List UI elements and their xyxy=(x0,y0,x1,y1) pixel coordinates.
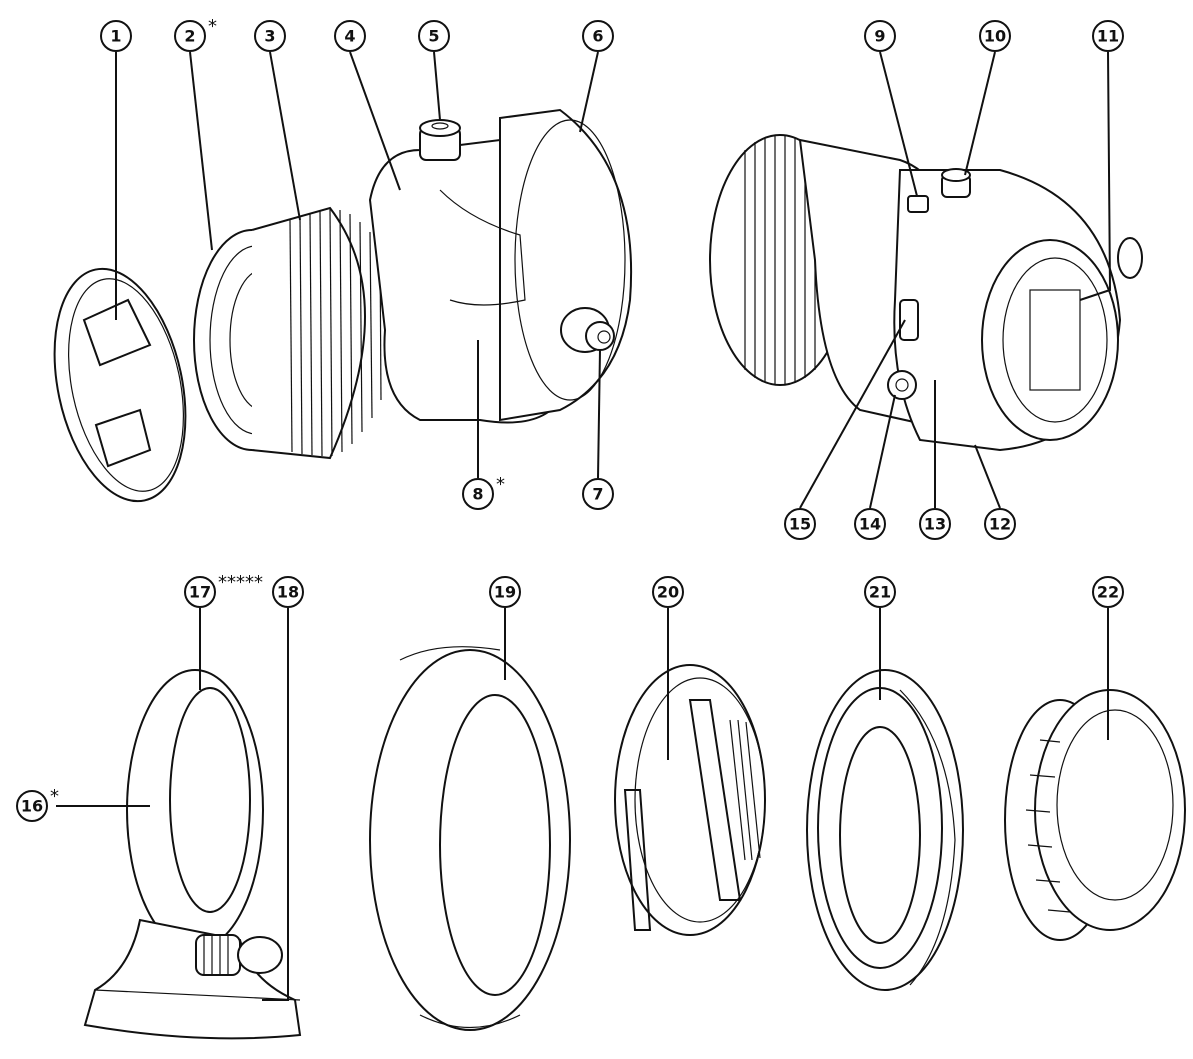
hood-cap xyxy=(614,664,766,936)
callout-circle xyxy=(864,576,896,608)
callout-label: 19 xyxy=(494,583,516,602)
callout-circle xyxy=(334,20,366,52)
callout-label: 6 xyxy=(592,27,603,46)
callout-7: 7 xyxy=(582,478,614,510)
lens-rear-view xyxy=(709,134,1143,452)
callout-1: 1 xyxy=(100,20,132,52)
callout-22: 22 xyxy=(1092,576,1124,608)
callout-label: 14 xyxy=(859,515,881,534)
callout-circle xyxy=(1092,576,1124,608)
callout-asterisk: * xyxy=(50,786,59,807)
callout-label: 13 xyxy=(924,515,946,534)
callout-circle xyxy=(100,20,132,52)
adapter-ring xyxy=(806,669,964,991)
callout-circle xyxy=(254,20,286,52)
callout-label: 10 xyxy=(984,27,1006,46)
callout-label: 4 xyxy=(344,27,355,46)
callout-label: 21 xyxy=(869,583,891,602)
callout-16: 16 * xyxy=(16,786,59,822)
callout-label: 7 xyxy=(592,485,603,504)
callout-14: 14 xyxy=(854,508,886,540)
callout-12: 12 xyxy=(984,508,1016,540)
callout-10: 10 xyxy=(979,20,1011,52)
callout-circle xyxy=(854,508,886,540)
callout-circle xyxy=(174,20,206,52)
callout-circle xyxy=(489,576,521,608)
callout-circle xyxy=(864,20,896,52)
callout-15: 15 xyxy=(784,508,816,540)
callout-circle xyxy=(272,576,304,608)
callout-circle xyxy=(16,790,48,822)
callout-13: 13 xyxy=(919,508,951,540)
callout-label: 16 xyxy=(21,797,43,816)
callout-8: 8* xyxy=(462,474,505,510)
callout-circle xyxy=(984,508,1016,540)
callout-20: 20 xyxy=(652,576,684,608)
lens-rear-cap xyxy=(1004,689,1186,941)
callout-circle xyxy=(1092,20,1124,52)
lens-hood xyxy=(369,646,571,1031)
callout-circle xyxy=(582,478,614,510)
callout-circle xyxy=(919,508,951,540)
callout-5: 5 xyxy=(418,20,450,52)
tripod-mount xyxy=(83,669,302,1040)
callout-label: 5 xyxy=(428,27,439,46)
callout-9: 9 xyxy=(864,20,896,52)
callout-4: 4 xyxy=(334,20,366,52)
lens-front-view xyxy=(193,108,633,460)
lens-front-cap xyxy=(53,267,187,503)
callout-circle xyxy=(652,576,684,608)
callout-label: 1 xyxy=(110,27,121,46)
callout-circle xyxy=(462,478,494,510)
callout-21: 21 xyxy=(864,576,896,608)
callout-asterisk: * xyxy=(496,474,505,495)
callout-3: 3 xyxy=(254,20,286,52)
callout-label: 18 xyxy=(277,583,299,602)
callout-19: 19 xyxy=(489,576,521,608)
callout-17: 17 ***** xyxy=(184,572,263,608)
callout-2: 2* xyxy=(174,16,217,52)
callout-label: 11 xyxy=(1097,27,1119,46)
callout-label: 15 xyxy=(789,515,811,534)
callout-11: 11 xyxy=(1092,20,1124,52)
callout-circle xyxy=(582,20,614,52)
callout-label: 22 xyxy=(1097,583,1119,602)
callout-label: 9 xyxy=(874,27,885,46)
callout-asterisk: ***** xyxy=(218,572,263,593)
callout-circle xyxy=(784,508,816,540)
callout-label: 2 xyxy=(184,27,195,46)
callout-label: 20 xyxy=(657,583,679,602)
callout-label: 17 xyxy=(189,583,211,602)
callout-asterisk: * xyxy=(208,16,217,37)
leader-lines xyxy=(56,51,1112,1001)
callout-label: 3 xyxy=(264,27,275,46)
callout-6: 6 xyxy=(582,20,614,52)
callout-18: 18 xyxy=(272,576,304,608)
callout-circle xyxy=(184,576,216,608)
callout-circle xyxy=(979,20,1011,52)
callout-label: 8 xyxy=(472,485,483,504)
callout-circle xyxy=(418,20,450,52)
callout-label: 12 xyxy=(989,515,1011,534)
